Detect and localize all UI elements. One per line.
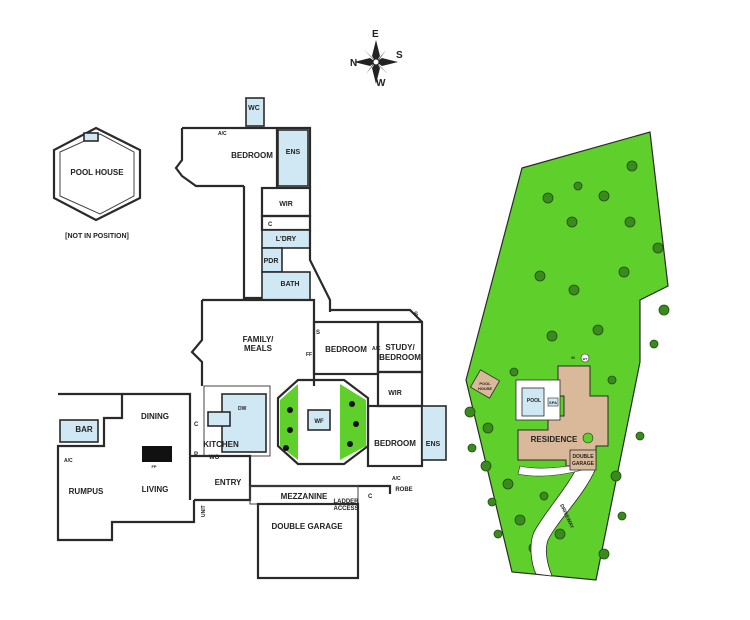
bedroom-2-label: BEDROOM (325, 345, 367, 354)
site-pool-house-label-2: HOUSE (478, 386, 493, 391)
compass-east: E (372, 29, 379, 40)
ladder-access-label-1: LADDER (334, 499, 360, 505)
study-label-1: STUDY/ (385, 343, 415, 352)
ac-label-4: A/C (64, 458, 73, 464)
ensuite-1-label: ENS (286, 149, 301, 156)
powder-room-label: PDR (264, 258, 279, 265)
site-lawn (465, 131, 669, 581)
kitchen-label: KITCHEN (203, 440, 239, 449)
site-pool-house-label-1: POOL (479, 381, 491, 386)
site-courtyard-circle (582, 432, 594, 444)
dishwasher-label: DW (238, 406, 247, 412)
bath-label: BATH (281, 281, 300, 288)
fireplace-label: FP (151, 464, 156, 469)
laundry-label: L'DRY (276, 236, 297, 243)
compass-west: W (376, 78, 386, 89)
compass-south: S (396, 50, 403, 61)
double-garage-label: DOUBLE GARAGE (271, 522, 343, 531)
compass-north: N (350, 58, 357, 69)
site-residence-label: RESIDENCE (531, 435, 578, 444)
shelf-label-1: S (316, 330, 320, 336)
unit-label: UNIT (201, 505, 207, 517)
pool-house-label: POOL HOUSE (70, 168, 124, 177)
site-pool-house-footprint (469, 369, 501, 399)
cupboard-3-label: C (368, 494, 373, 500)
family-meals-label-2: MEALS (244, 344, 273, 353)
living-label: LIVING (142, 485, 169, 494)
site-driveway (530, 461, 597, 577)
site-water-tank-label: WT (583, 357, 588, 361)
family-meals-label-1: FAMILY/ (243, 335, 275, 344)
site-pool (521, 387, 545, 417)
ac-label-1: A/C (218, 131, 227, 137)
site-pool-label: POOL (527, 398, 541, 404)
wir-1-label: WIR (279, 201, 293, 208)
site-water-tank-icon (580, 353, 590, 363)
water-feature-label: WF (314, 419, 324, 425)
bedroom-3-label: BEDROOM (374, 439, 416, 448)
ac-label-3: A/C (392, 476, 401, 482)
ac-label-2: A/C (372, 346, 381, 352)
pantry-label: P (194, 452, 198, 458)
site-garage-footprint (569, 449, 597, 471)
site-spa (547, 397, 559, 407)
courtyard-garden (280, 384, 366, 460)
mezzanine-label: MEZZANINE (281, 492, 328, 501)
cupboard-2-label: C (194, 422, 199, 428)
dining-label: DINING (141, 412, 169, 421)
site-garage-label-2: GARAGE (572, 461, 595, 467)
pool-house-outline (52, 126, 142, 222)
shelf-label-2: S (414, 312, 418, 318)
main-house-walls (56, 298, 447, 580)
site-garage-label-1: DOUBLE (572, 454, 594, 460)
bedroom-1-label: BEDROOM (231, 151, 273, 160)
entry-label: ENTRY (215, 478, 242, 487)
bar-label: BAR (75, 425, 93, 434)
ladder-access-label-2: ACCESS (333, 506, 358, 512)
site-spa-label: SPA (549, 400, 557, 405)
study-label-2: BEDROOM (379, 353, 421, 362)
ff-label: FF (306, 352, 312, 358)
walk-in-pantry-label: WO (209, 455, 220, 461)
robe-label: ROBE (395, 487, 412, 493)
compass-rose-icon (354, 40, 398, 84)
pool-house-note: [NOT IN POSITION] (65, 233, 129, 240)
wir-2-label: WIR (388, 390, 402, 397)
ensuite-2-label: ENS (426, 441, 441, 448)
upper-wing-walls (174, 97, 332, 312)
wc-label: WC (248, 105, 260, 112)
cupboard-1-label: C (268, 222, 273, 228)
rumpus-label: RUMPUS (69, 487, 104, 496)
site-meter-label: M (571, 355, 575, 360)
